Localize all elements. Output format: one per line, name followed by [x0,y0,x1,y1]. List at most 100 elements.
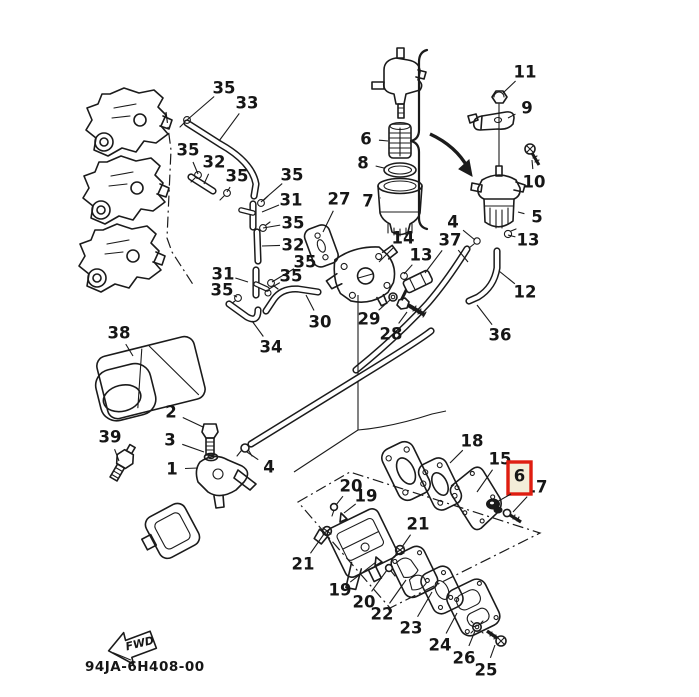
part-label-28: 28 [380,325,403,344]
highlight-box [506,460,533,496]
leader-line [186,96,215,121]
part-label-22: 22 [371,605,394,624]
leader-line [192,161,199,175]
leader-line [403,264,413,275]
fuel-filter-assembly-illustration [467,90,541,229]
leader-line [378,139,389,142]
part-label-20: 20 [340,477,363,496]
carburetor-bank-illustration [78,87,195,293]
part-label-18: 18 [461,432,484,451]
part-label-15: 15 [489,450,512,469]
part-label-5: 5 [531,208,542,227]
leader-line [398,311,408,324]
part-label-38: 38 [108,324,131,343]
leader-line [251,320,264,337]
leader-line [476,304,493,326]
leader-line [261,204,280,213]
leader-line [268,282,281,290]
leader-line [424,250,443,274]
part-label-4: 4 [447,213,458,232]
leader-line [489,644,496,658]
part-label-21: 21 [292,555,315,574]
part-label-39: 39 [99,428,122,447]
leader-line [378,299,391,311]
part-label-20: 20 [353,593,376,612]
leader-line [218,113,240,142]
leader-line [502,80,516,94]
leader-line [322,210,334,233]
part-label-11: 11 [514,63,537,82]
part-label-14: 14 [392,229,415,248]
highlighted-part-callout: 6 [494,460,533,504]
part-label-4: 4 [263,458,274,477]
part-label-13: 13 [410,246,433,265]
plug-39-illustration [109,443,136,482]
leader-line [378,246,395,263]
leader-line [310,533,325,554]
part-label-10: 10 [523,173,546,192]
part-label-27: 27 [328,190,351,209]
fuel-line-tjoint-illustration [352,228,517,374]
part-illustrations: FWD 94JA-6H408-00 [78,47,542,675]
part-label-32: 32 [282,236,305,255]
part-label-1: 1 [166,460,177,479]
leader-line [349,561,377,583]
leader-line [494,493,512,504]
fuel-hoses-middle-illustration [225,285,322,323]
part-label-21: 21 [407,515,430,534]
part-label-35: 35 [211,281,234,300]
leader-line [182,417,204,428]
part-label-35: 35 [177,141,200,160]
fuel-pump-illustration [293,224,447,473]
part-label-19: 19 [355,487,378,506]
leader-line [531,159,534,170]
leader-line [445,612,458,634]
fuel-filter-exploded-illustration [371,47,473,237]
leader-line [512,496,528,513]
part-label-36: 36 [489,326,512,345]
part-label-34: 34 [260,338,283,357]
part-label-31: 31 [280,191,303,210]
part-label-35: 35 [226,167,249,186]
part-label-30: 30 [309,313,332,332]
leader-line [468,630,476,647]
leader-line [114,448,120,462]
leader-line [401,534,412,548]
leader-line [476,469,494,493]
part-label-35: 35 [282,214,305,233]
part-label-13: 13 [517,231,540,250]
leader-line [233,294,238,298]
leader-line [389,579,407,604]
leader-line [184,467,199,470]
leader-line [260,183,283,203]
leader-line [261,244,281,247]
part-label-6: 6 [360,130,371,149]
part-label-25: 25 [475,661,498,680]
leader-line [125,343,134,357]
part-label-7: 7 [362,192,373,211]
leader-line [449,449,464,464]
leader-line [182,443,205,453]
part-label-19: 19 [329,581,352,600]
part-label-35: 35 [213,79,236,98]
fuel-hoses-upper-illustration [179,116,279,305]
part-label-33: 33 [236,94,259,113]
leader-line [375,165,385,169]
diagram-part-code: 94JA-6H408-00 [85,659,205,675]
part-label-26: 26 [453,649,476,668]
leader-line [507,234,516,238]
leader-line [335,495,344,506]
part-label-2: 2 [165,403,176,422]
part-label-9: 9 [521,99,532,118]
part-label-37: 37 [439,231,462,250]
fuel-cock-illustration [141,423,257,560]
leader-line [203,173,210,185]
leader-line [246,451,259,461]
part-label-3: 3 [164,431,175,450]
part-label-24: 24 [429,636,452,655]
air-silencer-illustration [94,335,206,422]
leader-line [305,294,315,311]
leader-line [226,186,231,193]
